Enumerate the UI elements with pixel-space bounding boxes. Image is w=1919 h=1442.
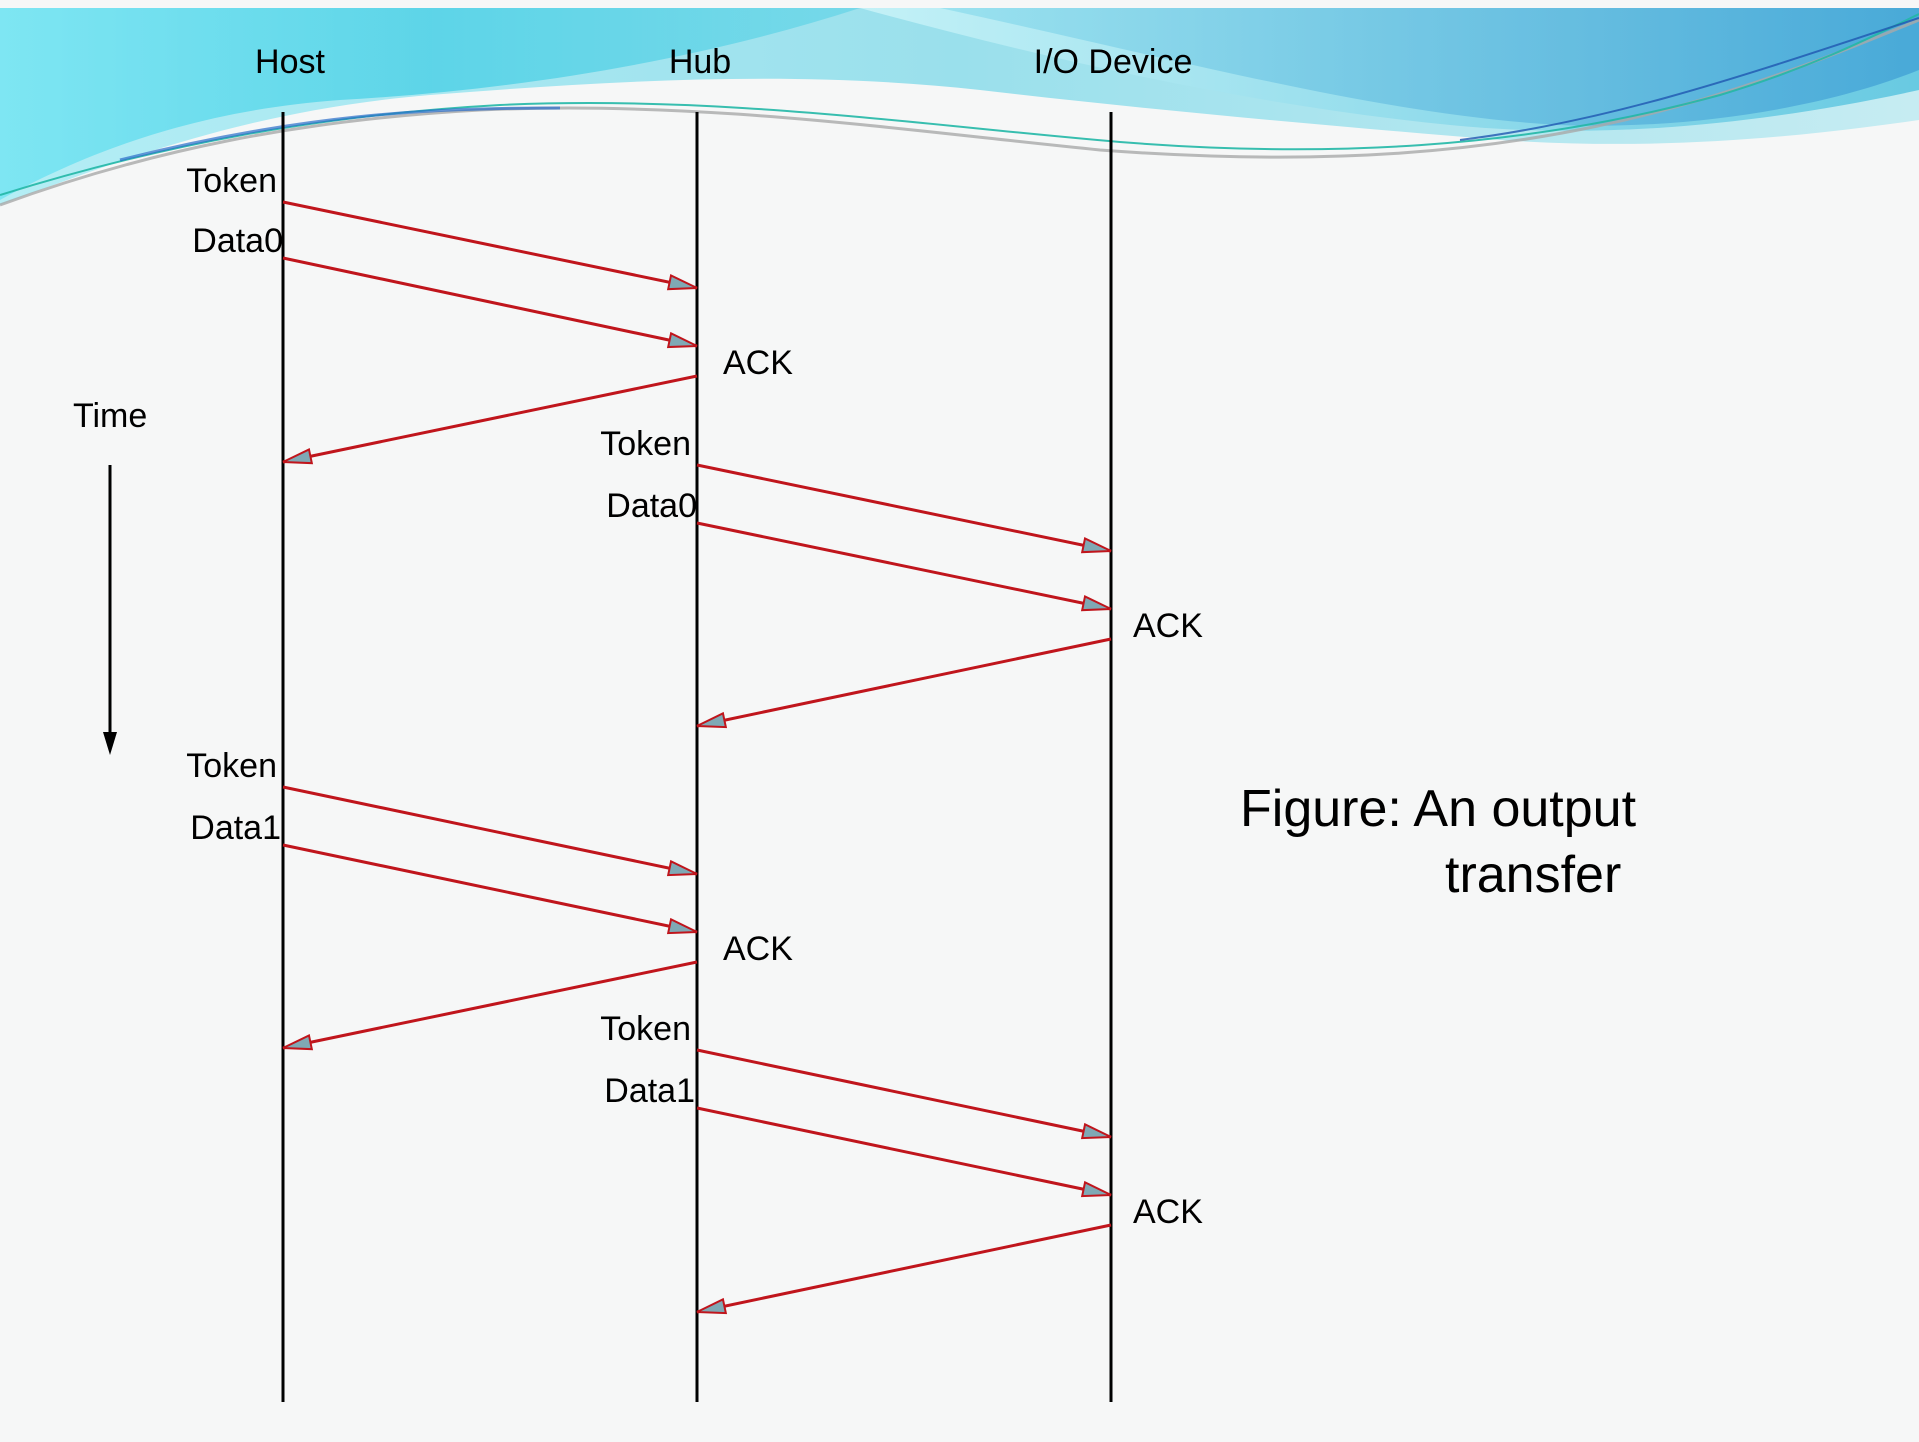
arrowhead-icon — [696, 1297, 728, 1315]
arrowhead-icon — [282, 447, 314, 465]
message-label: Token — [600, 425, 691, 463]
message-label: ACK — [723, 344, 793, 382]
arrowhead-icon — [666, 859, 698, 877]
message-label: Token — [186, 162, 277, 200]
message-6: ACK — [696, 607, 1203, 729]
message-label: ACK — [1133, 1193, 1203, 1231]
message-arrow-line — [282, 256, 698, 348]
message-4: Token — [600, 425, 1112, 554]
figure-caption-line2: transfer — [1445, 846, 1621, 904]
message-5: Data0 — [606, 487, 1112, 612]
arrowhead-icon — [282, 1033, 314, 1051]
message-arrow-line — [282, 843, 698, 934]
arrowhead-icon — [666, 273, 698, 291]
arrowhead-icon — [696, 711, 728, 729]
participant-device: I/O Device — [1034, 43, 1193, 81]
message-arrow-line — [696, 637, 1112, 728]
message-3: ACK — [282, 344, 793, 465]
message-label: Token — [186, 747, 277, 785]
time-label: Time — [73, 397, 147, 435]
message-1: Token — [186, 162, 698, 291]
arrowhead-icon — [666, 917, 698, 935]
message-7: Token — [186, 747, 698, 877]
message-label: Data1 — [190, 809, 281, 847]
message-arrow-line — [282, 960, 698, 1050]
message-label: Data0 — [606, 487, 697, 525]
message-arrow-line — [696, 463, 1112, 553]
figure-caption-line1: Figure: An output — [1240, 780, 1637, 838]
message-10: Token — [600, 1010, 1112, 1140]
message-label: Data1 — [604, 1072, 695, 1110]
message-arrow-line — [696, 521, 1112, 611]
arrowhead-icon — [1080, 1180, 1112, 1198]
message-arrow-line — [696, 1048, 1112, 1139]
arrowhead-icon — [1080, 1122, 1112, 1140]
message-arrow-line — [696, 1106, 1112, 1197]
arrowhead-icon — [666, 331, 698, 349]
message-arrow-line — [282, 200, 698, 290]
header-wave-decoration — [0, 8, 1919, 207]
message-arrow-line — [282, 374, 698, 464]
message-label: ACK — [723, 930, 793, 968]
message-11: Data1 — [604, 1072, 1112, 1198]
message-label: ACK — [1133, 607, 1203, 645]
message-arrows: TokenData0ACKTokenData0ACKTokenData1ACKT… — [186, 162, 1203, 1315]
message-label: Token — [600, 1010, 691, 1048]
message-12: ACK — [696, 1193, 1203, 1315]
arrowhead-icon — [1080, 536, 1112, 554]
message-arrow-line — [282, 785, 698, 876]
arrowhead-icon — [1080, 594, 1112, 612]
participant-hub: Hub — [669, 43, 731, 81]
message-2: Data0 — [192, 222, 698, 349]
participant-host: Host — [255, 43, 325, 81]
message-9: ACK — [282, 930, 793, 1051]
message-label: Data0 — [192, 222, 283, 260]
time-arrowhead-icon — [103, 732, 117, 755]
message-arrow-line — [696, 1223, 1112, 1314]
message-8: Data1 — [190, 809, 698, 935]
